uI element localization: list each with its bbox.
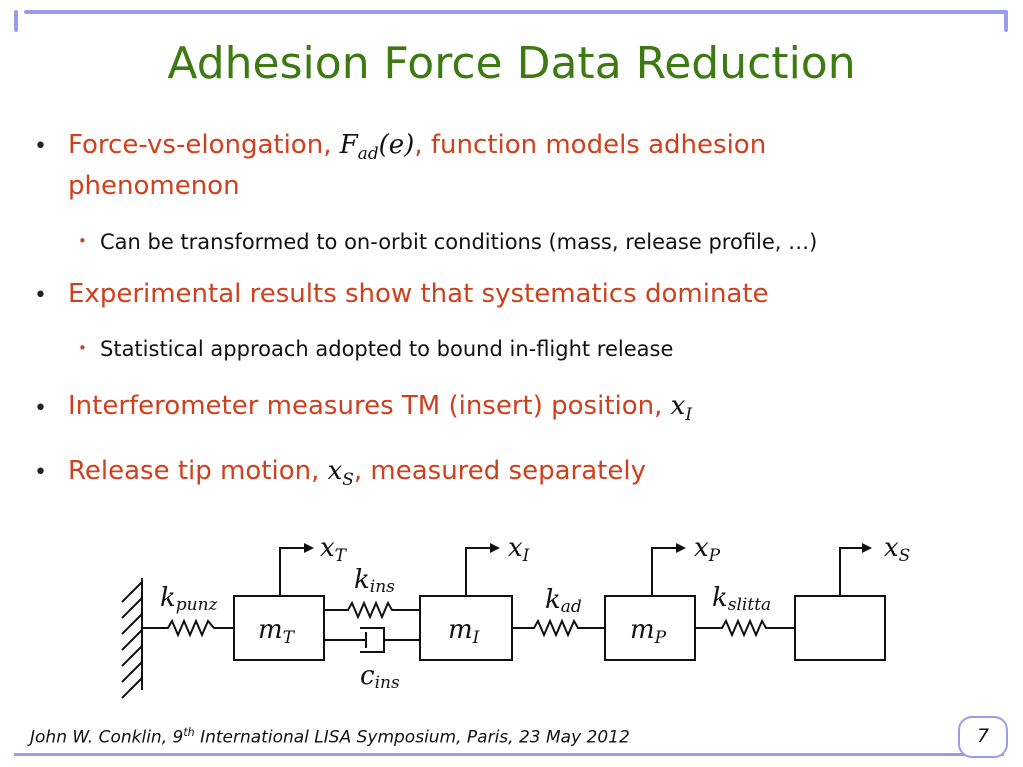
output-arrow-xI xyxy=(465,547,490,596)
label-mT: mT xyxy=(258,615,296,648)
arrowhead-xS xyxy=(862,543,872,553)
label-k-slitta: kslitta xyxy=(712,583,771,615)
label-k-punz: kpunz xyxy=(160,583,219,615)
bullet-4-line: Release tip motion, xS, measured separat… xyxy=(68,451,646,499)
label-xT: xT xyxy=(320,533,348,566)
label-k-ins: kins xyxy=(354,565,395,597)
spring-k-ins xyxy=(324,600,420,620)
output-arrow-xP xyxy=(651,547,676,596)
top-frame-line xyxy=(24,10,1006,14)
footer-citation: John W. Conklin, 9th International LISA … xyxy=(30,726,630,748)
bullet-dot-2: • xyxy=(34,283,47,308)
slide-title: Adhesion Force Data Reduction xyxy=(167,38,856,89)
damper-c-ins xyxy=(324,627,420,653)
output-arrow-xS xyxy=(839,547,862,596)
spring-k-punz xyxy=(142,618,234,638)
spring-k-ad xyxy=(512,618,605,638)
bullet-dot-4: • xyxy=(34,460,47,485)
arrowhead-xT xyxy=(304,543,314,553)
bullet-2-text: Experimental results show that systemati… xyxy=(68,279,769,309)
label-xI: xI xyxy=(508,533,530,566)
bullet-3-text: Interferometer measures TM (insert) posi… xyxy=(68,391,671,421)
output-arrow-xT xyxy=(279,547,304,596)
spring-k-slitta xyxy=(695,618,795,638)
bullet-1-math: Fad(e) xyxy=(339,130,415,164)
bullet-1-pre: Force-vs-elongation, xyxy=(68,130,340,160)
top-frame-corner-right xyxy=(1004,10,1008,32)
bullet-1-line-2: phenomenon xyxy=(68,171,240,201)
arrowhead-xI xyxy=(490,543,500,553)
top-frame-corner-left xyxy=(14,10,18,32)
sub-bullet-dot-2: • xyxy=(78,339,87,357)
arrowhead-xP xyxy=(676,543,686,553)
bullet-1-post: , function models adhesion xyxy=(414,130,767,160)
release-tip-block xyxy=(794,595,886,661)
label-mI: mI xyxy=(448,615,480,648)
page-number: 7 xyxy=(958,716,1008,758)
bullet-dot-3: • xyxy=(34,396,47,421)
bullet-4-math: xS xyxy=(327,456,354,490)
bullet-dot-1: • xyxy=(34,134,47,159)
label-k-ad: kad xyxy=(545,585,582,617)
label-mP: mP xyxy=(630,615,667,648)
sub-bullet-dot-1: • xyxy=(78,232,87,250)
label-c-ins: cins xyxy=(360,661,400,693)
bottom-frame-line xyxy=(14,753,1004,756)
bullet-1-sub: Can be transformed to on-orbit condition… xyxy=(100,230,818,254)
bullet-3-line: Interferometer measures TM (insert) posi… xyxy=(68,386,692,434)
bullet-2-sub: Statistical approach adopted to bound in… xyxy=(100,337,674,361)
wall-hatching xyxy=(121,581,143,699)
label-xS: xS xyxy=(884,533,910,566)
label-xP: xP xyxy=(694,533,721,566)
bullet-3-math: xI xyxy=(670,391,693,425)
bullet-4-pre: Release tip motion, xyxy=(68,456,328,486)
bullet-4-post: , measured separately xyxy=(353,456,646,486)
bullet-1-line-1: Force-vs-elongation, Fad(e), function mo… xyxy=(68,125,766,173)
